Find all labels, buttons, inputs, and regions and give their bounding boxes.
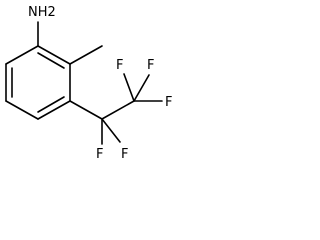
structure-canvas: NH2 F F F F F (0, 0, 184, 172)
amine-label: NH2 (28, 5, 56, 20)
bond-ring-to-methyl (69, 45, 103, 65)
fluorine-label-top-right: F (147, 58, 154, 73)
fluorine-label-bottom-right: F (121, 147, 128, 162)
ring-bond-bottom-left (5, 100, 39, 120)
ring-double-bond-bottom-right (37, 96, 65, 113)
bond-cf2-to-f-right (101, 118, 121, 143)
fluorine-label-top-left: F (116, 58, 123, 73)
ring-bond-bottom-right (37, 100, 71, 120)
bond-cf3-to-f-top-right (133, 74, 150, 102)
fluorine-label-right: F (165, 95, 172, 110)
bond-ring-to-cf2 (69, 100, 103, 120)
ring-bond-top-left (5, 45, 39, 65)
bond-cf2-to-cf3 (101, 100, 135, 120)
ring-double-bond-top-right (37, 52, 65, 69)
fluorine-label-bottom-left: F (96, 147, 103, 162)
ring-bond-top-right (37, 45, 71, 65)
bond-cf3-to-f-top-left (123, 73, 135, 102)
molecule-drawing: NH2 F F F F F (5, 5, 172, 162)
